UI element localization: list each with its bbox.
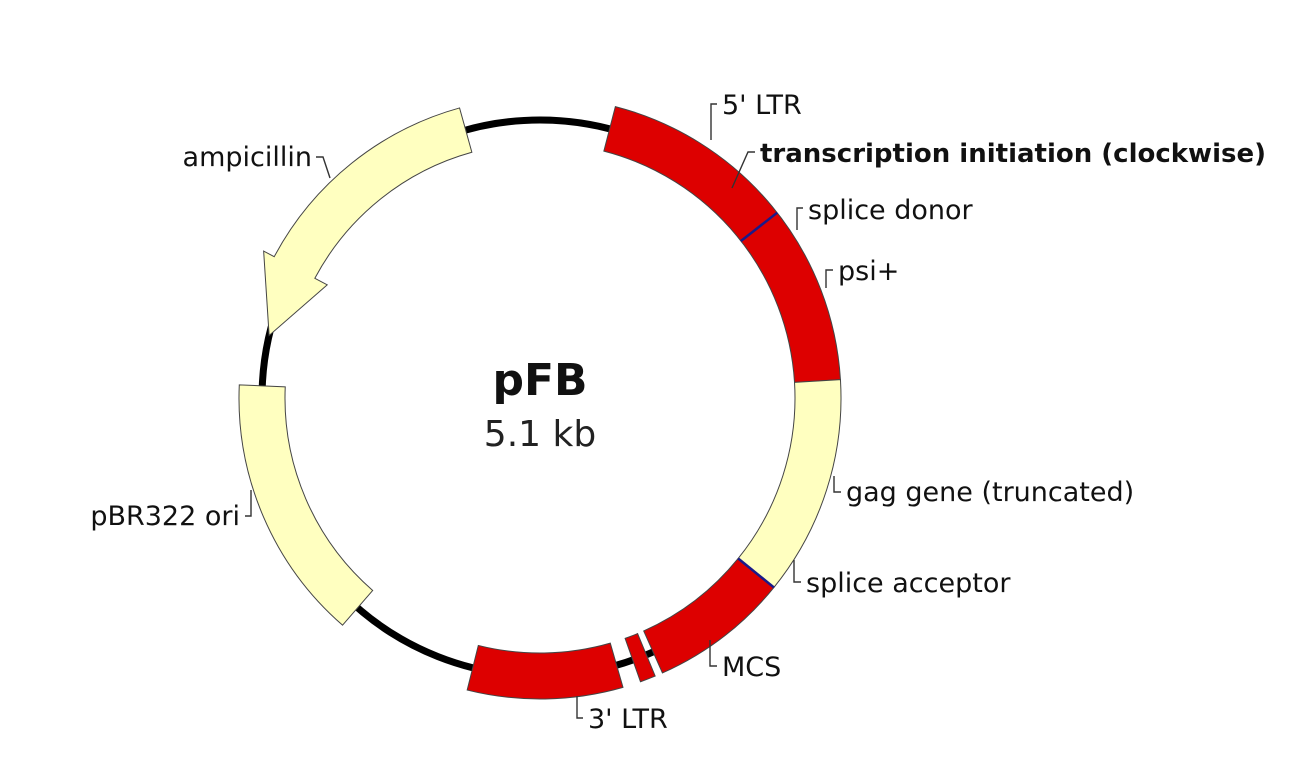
label-pbr322-ori: pBR322 ori: [90, 501, 240, 532]
leader-ampicillin: [316, 156, 331, 179]
label-mcs: MCS: [722, 652, 781, 683]
label-splice-donor: splice donor: [808, 195, 974, 226]
label-psi: psi+: [838, 256, 899, 287]
plasmid-size: 5.1 kb: [484, 414, 596, 455]
leader-mcs: [709, 640, 717, 667]
label-5-ltr: 5' LTR: [722, 90, 802, 121]
segment-splice-acceptor: [643, 557, 775, 674]
splice-acceptor-marker: [737, 557, 775, 589]
label-transcription-initiation: transcription initiation (clockwise): [760, 139, 1266, 169]
leader-gag-gene: [833, 476, 841, 493]
segment-3-ltr: [466, 642, 624, 700]
segment-mcs: [624, 632, 656, 683]
leader-splice-donor: [796, 207, 803, 230]
label-ampicillin: ampicillin: [183, 142, 312, 173]
segment-ampicillin-arrow: [263, 107, 473, 337]
segment-pbr322-ori: [238, 384, 374, 626]
label-gag-gene: gag gene (truncated): [846, 477, 1134, 508]
splice-donor-marker: [740, 211, 778, 242]
leader-psi: [825, 269, 833, 288]
leader-3-ltr: [576, 696, 583, 719]
leader-pbr322-ori: [245, 490, 252, 517]
label-splice-acceptor: splice acceptor: [806, 568, 1011, 599]
segment-gag-gene: [737, 379, 842, 589]
leader-splice-acceptor: [793, 560, 801, 583]
leader-transcription: [731, 151, 755, 189]
leader-5-ltr: [710, 103, 717, 140]
plasmid-name: pFB: [492, 355, 587, 406]
label-3-ltr: 3' LTR: [588, 704, 668, 735]
